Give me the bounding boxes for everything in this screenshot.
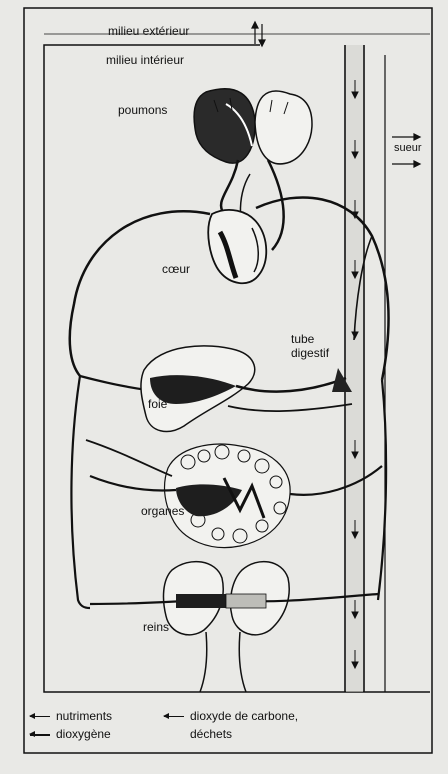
- label-poumons: poumons: [118, 104, 167, 118]
- kidneys: [164, 562, 290, 692]
- legend-dioxyde-label: dioxyde de carbone,: [190, 709, 298, 723]
- organ-branch: [86, 440, 172, 476]
- label-foie: foie: [148, 398, 167, 412]
- label-tube-digestif: tube digestif: [291, 333, 347, 361]
- thin-arrow-icon: [30, 716, 50, 717]
- hepatic-artery: [228, 404, 352, 411]
- label-reins: reins: [143, 621, 169, 635]
- organ-artery: [290, 466, 382, 495]
- legend-nutriments-label: nutriments: [56, 709, 112, 723]
- legend-nutriments: nutriments: [30, 709, 112, 723]
- label-milieu-interieur: milieu intérieur: [106, 54, 184, 68]
- thick-arrow-icon: [30, 734, 50, 736]
- left-vein-trunk: [71, 376, 90, 608]
- thin-arrow-icon: [164, 716, 184, 717]
- organs-tissue: [165, 444, 291, 547]
- renal-filter: [226, 594, 266, 608]
- organ-vein: [90, 476, 176, 490]
- lungs: [194, 89, 312, 164]
- label-milieu-exterieur: milieu extérieur: [108, 25, 189, 39]
- pulmonary-vessel-right: [268, 160, 284, 250]
- renal-exchange: [176, 594, 226, 608]
- label-coeur: cœur: [162, 263, 190, 277]
- label-sueur: sueur: [394, 142, 422, 155]
- legend-dioxygene-label: dioxygène: [56, 727, 111, 741]
- label-organes: organes: [141, 505, 184, 519]
- legend-dioxygene: dioxygène: [30, 727, 111, 741]
- pulmonary-vessel-left: [221, 160, 238, 214]
- legend-dechets-label: déchets: [190, 727, 232, 741]
- liver: [141, 346, 255, 432]
- portal-vein: [236, 378, 346, 392]
- heart: [208, 210, 266, 283]
- legend-dioxyde: dioxyde de carbone,: [164, 709, 298, 723]
- legend-dechets: déchets: [190, 727, 232, 741]
